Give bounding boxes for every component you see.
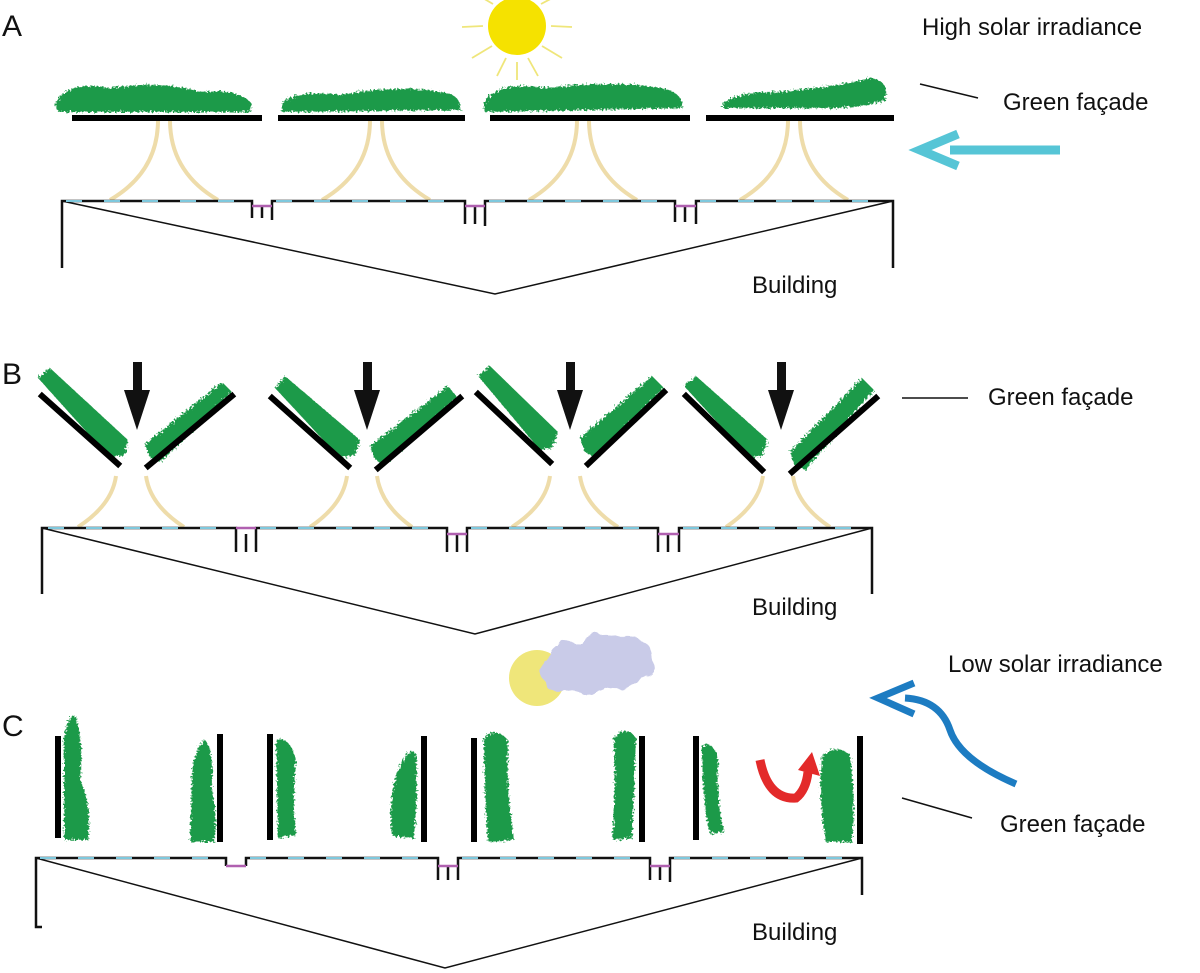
facade-label-b: Green façade bbox=[988, 384, 1133, 411]
straight-arrow-icon bbox=[908, 129, 1060, 171]
irradiance-label-a: High solar irradiance bbox=[922, 14, 1142, 41]
down-arrow-icon bbox=[557, 362, 583, 430]
down-arrow-icon bbox=[768, 362, 794, 430]
panel-a: A bbox=[2, 0, 1148, 299]
sun-icon bbox=[461, 0, 573, 80]
building-label-b: Building bbox=[752, 594, 837, 621]
support-arms-b bbox=[76, 475, 832, 529]
facade-panels-b bbox=[37, 387, 881, 477]
down-arrow-icon bbox=[124, 362, 150, 430]
sun-rays bbox=[461, 0, 573, 80]
sun-behind-cloud-icon bbox=[509, 633, 655, 706]
facade-panels-c bbox=[55, 734, 863, 844]
down-arrow-icon bbox=[354, 362, 380, 430]
building-label-a: Building bbox=[752, 272, 837, 299]
foliage-b bbox=[38, 366, 874, 470]
panel-letter-c: C bbox=[2, 710, 24, 743]
down-arrows-b bbox=[124, 362, 794, 430]
gutters-b bbox=[236, 526, 679, 536]
rotation-arrow-icon bbox=[755, 752, 820, 803]
building-b bbox=[40, 526, 874, 635]
leader-line-a bbox=[919, 83, 979, 99]
panel-b: B bbox=[2, 358, 1133, 635]
building-c bbox=[34, 856, 864, 969]
foliage-c bbox=[64, 715, 854, 842]
leader-line-c bbox=[901, 797, 973, 819]
irradiance-label-c: Low solar irradiance bbox=[948, 651, 1163, 678]
building-a bbox=[60, 199, 895, 295]
panel-letter-b: B bbox=[2, 358, 22, 391]
facade-label-a: Green façade bbox=[1003, 89, 1148, 116]
facade-label-c: Green façade bbox=[1000, 811, 1145, 838]
panel-c: C bbox=[2, 633, 1163, 969]
panel-letter-a: A bbox=[2, 10, 22, 43]
building-label-c: Building bbox=[752, 919, 837, 946]
support-arms-a bbox=[108, 119, 850, 202]
curved-arrow-icon bbox=[869, 679, 1018, 788]
foliage-a bbox=[55, 78, 886, 112]
